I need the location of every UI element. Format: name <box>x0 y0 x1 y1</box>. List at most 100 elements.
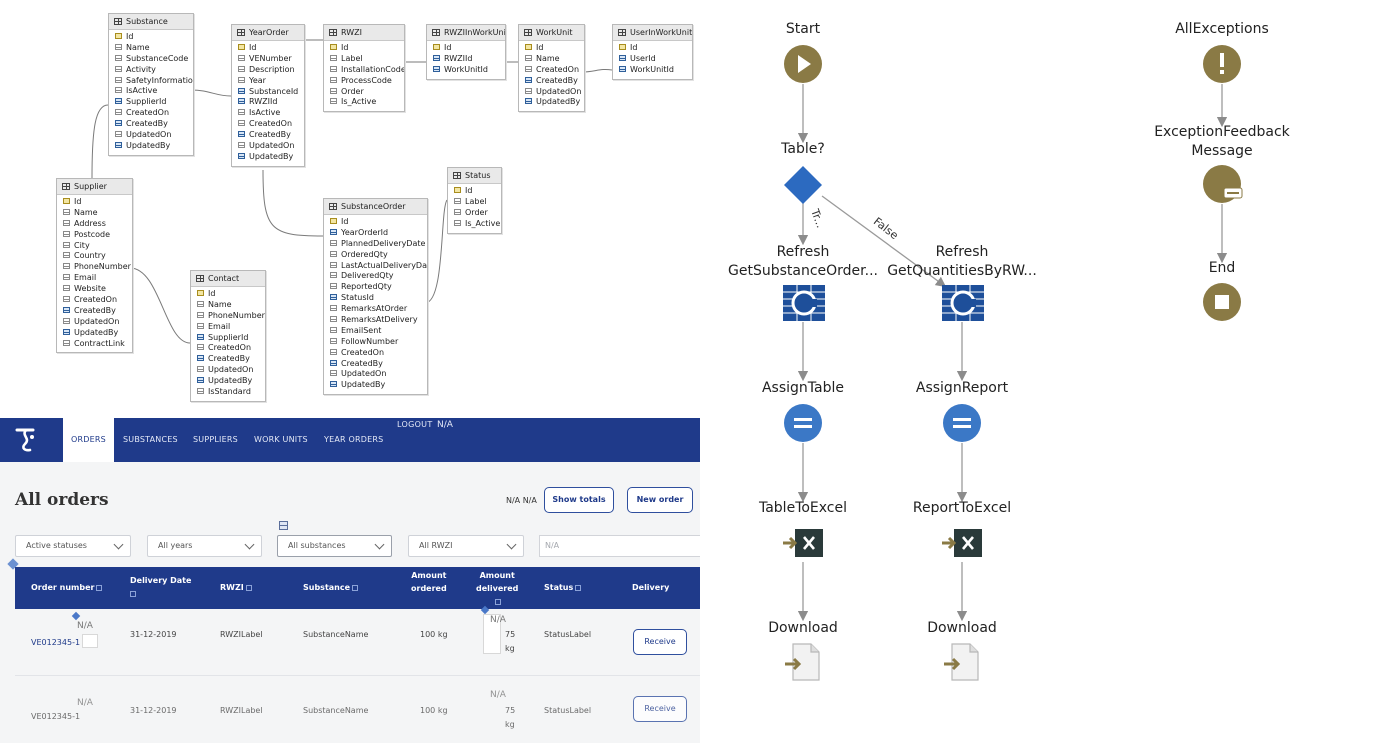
er-table-header: WorkUnit <box>519 25 584 41</box>
er-field-name: Id <box>341 43 349 52</box>
field-icon <box>525 98 532 105</box>
nav-work-units[interactable]: WORK UNITS <box>254 435 308 444</box>
er-table-header: Substance <box>109 14 193 30</box>
years-filter-dropdown[interactable]: All years <box>147 535 262 557</box>
order-number-link[interactable]: VE012345-1 <box>31 638 81 647</box>
flow-connectors <box>797 84 1228 622</box>
all-exceptions-label: AllExceptions <box>1175 21 1269 37</box>
field-icon <box>115 43 122 50</box>
substances-filter-value: All substances <box>288 541 346 550</box>
table-grid-icon <box>618 29 626 36</box>
er-field-name: CreatedBy <box>74 305 116 315</box>
er-field: SupplierId <box>109 97 193 108</box>
th-rwzi[interactable]: RWZI <box>220 581 252 594</box>
er-field: FollowNumber <box>324 337 427 348</box>
er-table-header: RWZIInWorkUnit <box>427 25 505 41</box>
rel-supplier-contact <box>129 267 191 344</box>
refresh-2-label-line2: GetQuantitiesByRW... <box>887 263 1037 279</box>
search-input[interactable]: N/A <box>539 535 700 557</box>
assign-icon[interactable] <box>942 403 982 443</box>
er-field-name: YearOrderId <box>341 227 389 237</box>
download-icon[interactable] <box>944 642 980 682</box>
chevron-down-icon <box>374 539 385 550</box>
aggregate-refresh-icon[interactable] <box>783 285 825 321</box>
er-field: Postcode <box>57 230 132 241</box>
er-field: UpdatedBy <box>191 376 265 387</box>
show-totals-button[interactable]: Show totals <box>544 487 614 513</box>
sort-icon <box>130 591 136 597</box>
exception-feedback-label: ExceptionFeedback Message <box>1142 123 1302 161</box>
nav-year-orders[interactable]: YEAR ORDERS <box>324 435 384 444</box>
er-field: Email <box>57 273 132 284</box>
excel-export-icon[interactable] <box>783 527 825 559</box>
er-field: CreatedOn <box>57 295 132 306</box>
order-number-link[interactable]: VE012345-1 <box>31 712 81 721</box>
er-field: Id <box>448 186 501 197</box>
field-icon <box>454 208 461 215</box>
er-field-name: SubstanceId <box>249 86 299 96</box>
assign-report-label: AssignReport <box>915 380 1009 396</box>
er-field: Is_Active <box>448 219 501 230</box>
nav-orders[interactable]: ORDERS <box>63 418 114 462</box>
excel-export-icon[interactable] <box>942 527 984 559</box>
rwzi-filter-dropdown[interactable]: All RWZI <box>408 535 524 557</box>
end-node-icon[interactable] <box>1202 282 1242 322</box>
er-field: CreatedBy <box>57 306 132 317</box>
er-field-name: IsActive <box>126 86 158 96</box>
field-icon <box>197 311 204 318</box>
nav-suppliers[interactable]: SUPPLIERS <box>193 435 238 444</box>
nav-substances[interactable]: SUBSTANCES <box>123 435 178 444</box>
field-icon <box>525 87 532 94</box>
er-field: Label <box>448 197 501 208</box>
field-icon <box>63 317 70 324</box>
er-field: CreatedOn <box>109 108 193 119</box>
key-icon <box>238 44 245 50</box>
key-icon <box>619 44 626 50</box>
field-icon <box>238 152 245 159</box>
substances-filter-dropdown[interactable]: All substances <box>277 535 392 557</box>
th-status[interactable]: Status <box>544 581 582 594</box>
table-grid-icon <box>196 275 204 282</box>
message-icon[interactable] <box>1202 164 1244 204</box>
delivered-unit-cell: kg <box>505 644 515 653</box>
er-field-name: Id <box>444 43 452 52</box>
logout-link[interactable]: LOGOUT <box>397 420 433 429</box>
er-field-name: IsStandard <box>208 387 251 397</box>
download-icon[interactable] <box>785 642 821 682</box>
receive-button[interactable]: Receive <box>633 629 687 655</box>
field-icon <box>197 333 204 340</box>
th-substance[interactable]: Substance <box>303 581 359 594</box>
er-field-name: RWZIId <box>444 53 473 63</box>
table-grid-icon <box>329 29 337 36</box>
delivered-na-label: N/A <box>490 690 506 700</box>
decision-diamond-icon[interactable] <box>782 164 824 206</box>
er-field-name: CreatedBy <box>341 358 383 368</box>
status-filter-dropdown[interactable]: Active statuses <box>15 535 131 557</box>
field-icon <box>238 98 245 105</box>
field-icon <box>63 219 70 226</box>
exception-handler-icon[interactable] <box>1202 44 1242 84</box>
er-table-header: SubstanceOrder <box>324 199 427 215</box>
er-field-name: Activity <box>126 64 156 74</box>
table-grid-icon <box>453 172 461 179</box>
assign-icon[interactable] <box>783 403 823 443</box>
rel-substance-supplier <box>91 104 109 179</box>
order-na-label: N/A <box>77 698 93 708</box>
aggregate-refresh-icon[interactable] <box>942 285 984 321</box>
th-order-number[interactable]: Order number <box>31 581 103 594</box>
table-grid-icon <box>432 29 440 36</box>
er-table-name: Contact <box>208 274 240 283</box>
refresh-1-label-line2: GetSubstanceOrder... <box>728 263 878 279</box>
report-to-excel-label: ReportToExcel <box>912 500 1012 516</box>
er-field: CreatedOn <box>191 343 265 354</box>
receive-button[interactable]: Receive <box>633 696 687 722</box>
start-node-icon[interactable] <box>783 44 823 84</box>
th-delivery-date[interactable]: Delivery Date <box>130 574 191 600</box>
new-order-button[interactable]: New order <box>627 487 693 513</box>
field-icon <box>115 76 122 83</box>
field-icon <box>454 197 461 204</box>
th-amount-ordered-line1: Amount <box>411 571 447 580</box>
